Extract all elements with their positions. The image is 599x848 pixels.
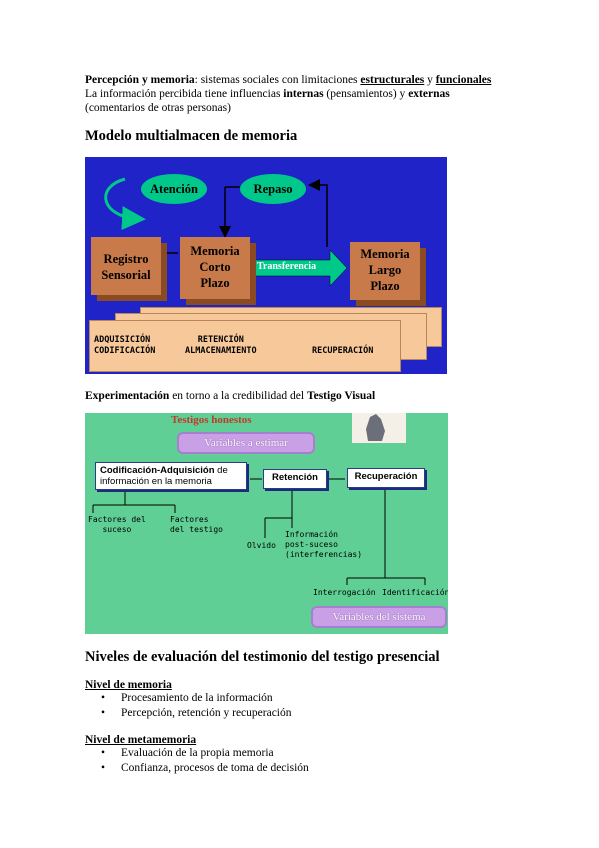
process-sheet-front — [89, 320, 401, 372]
adq-text: ADQUISICIÓN — [94, 335, 151, 345]
intro-and: y — [424, 74, 436, 86]
variables-estimar-pill: Variables a estimar — [177, 432, 315, 454]
list-item: Procesamiento de la información — [85, 691, 292, 706]
intro-line2-a: La información percibida tiene influenci… — [85, 88, 284, 100]
heading-niveles: Niveles de evaluación del testimonio del… — [85, 649, 440, 665]
factores-testigo-2: del testigo — [170, 525, 223, 534]
adquisicion-label: ADQUISICIÓN CODIFICACIÓN — [94, 335, 155, 357]
intro-line2-c: (pensamientos) y — [323, 88, 409, 100]
transferencia-label: Transferencia — [257, 261, 317, 272]
intro-internas: internas — [283, 88, 324, 100]
registro-line1: Registro — [103, 252, 149, 266]
recuperacion-box: Recuperación — [347, 468, 425, 488]
factores-testigo: Factores del testigo — [170, 515, 223, 535]
testigos-honestos-title: Testigos honestos — [171, 414, 252, 426]
repaso-ellipse: Repaso — [240, 174, 306, 204]
alm-text: ALMACENAMIENTO — [185, 346, 257, 356]
list-item: Evaluación de la propia memoria — [85, 746, 309, 761]
info-post-suceso: Información post-suceso (interferencias) — [285, 530, 362, 560]
transfer-arrow — [252, 249, 348, 287]
attention-curve-arrow — [104, 177, 146, 231]
retencion-label: RETENCIÓN ALMACENAMIENTO — [185, 335, 257, 357]
corto-line1: Memoria — [190, 244, 240, 258]
statue-icon — [366, 414, 385, 441]
largo-line2: Largo — [368, 263, 402, 277]
nivel-metamemoria-title: Nivel de metamemoria — [85, 734, 197, 746]
factores-suceso-1: Factores del — [88, 515, 146, 524]
info-post-1: Información — [285, 530, 338, 539]
witness-figure: Testigos honestos Variables a estimar Co… — [85, 413, 448, 634]
heading-modelo: Modelo multialmacen de memoria — [85, 128, 298, 144]
largo-line1: Memoria — [360, 247, 410, 261]
olvido-label: Olvido — [247, 541, 276, 550]
retencion-box: Retención — [263, 469, 327, 489]
interrogacion-label: Interrogación — [313, 588, 376, 597]
intro-externas: externas — [408, 88, 450, 100]
variables-sistema-pill: Variables del sistema — [311, 606, 447, 628]
cod-adq-box: Codificación-Adquisición de información … — [95, 462, 247, 490]
caption-bold-1: Experimentación — [85, 390, 170, 402]
list-item: Confianza, procesos de toma de decisión — [85, 761, 309, 776]
intro-line-2: La información percibida tiene influenci… — [85, 87, 450, 101]
info-post-2: post-suceso — [285, 540, 338, 549]
memory-model-figure: Atención Repaso Registro Sensorial Memor… — [85, 157, 447, 374]
identificacion-label: Identificación — [382, 588, 448, 597]
info-post-3: (interferencias) — [285, 550, 363, 559]
caption-text: en torno a la credibilidad del — [169, 390, 307, 402]
repaso-return-arrow — [308, 179, 328, 247]
atencion-ellipse: Atención — [141, 174, 207, 204]
factores-suceso-2: suceso — [102, 525, 132, 534]
caption-bold-2: Testigo Visual — [306, 390, 376, 402]
caption-experimentacion: Experimentación en torno a la credibilid… — [85, 389, 375, 403]
factores-testigo-1: Factores — [170, 515, 209, 524]
corto-line3: Plazo — [200, 276, 230, 290]
largo-line3: Plazo — [370, 279, 400, 293]
intro-funcionales: funcionales — [435, 74, 492, 86]
cod-text: CODIFICACIÓN — [94, 346, 156, 356]
recuperacion-label: RECUPERACIÓN — [312, 346, 374, 356]
witness-lines — [92, 413, 426, 585]
nivel-metamemoria-list: Evaluación de la propia memoria Confianz… — [85, 746, 309, 776]
memory-model-arrows — [104, 177, 348, 354]
corto-line2: Corto — [199, 260, 231, 274]
nivel-memoria-title: Nivel de memoria — [85, 679, 172, 691]
nivel-memoria-list: Procesamiento de la información Percepci… — [85, 691, 292, 721]
registro-sensorial-box: Registro Sensorial — [91, 237, 161, 295]
corto-plazo-box: Memoria Corto Plazo — [180, 237, 250, 299]
intro-line-1: Percepción y memoria: sistemas sociales … — [85, 73, 491, 87]
list-item: Percepción, retención y recuperación — [85, 706, 292, 721]
intro-text: : sistemas sociales con limitaciones — [194, 74, 361, 86]
registro-line2: Sensorial — [101, 268, 151, 282]
cod-adq-rest: de — [214, 465, 228, 476]
largo-plazo-box: Memoria Largo Plazo — [350, 242, 420, 300]
intro-estructurales: estructurales — [360, 74, 425, 86]
ret-text: RETENCIÓN — [197, 335, 244, 345]
cod-adq-bold: Codificación-Adquisición — [100, 465, 215, 476]
cod-adq-line2: información en la memoria — [100, 476, 212, 487]
factores-suceso: Factores del suceso — [88, 515, 146, 535]
intro-bold-term: Percepción y memoria — [85, 74, 195, 86]
intro-line-3: (comentarios de otras personas) — [85, 102, 231, 114]
